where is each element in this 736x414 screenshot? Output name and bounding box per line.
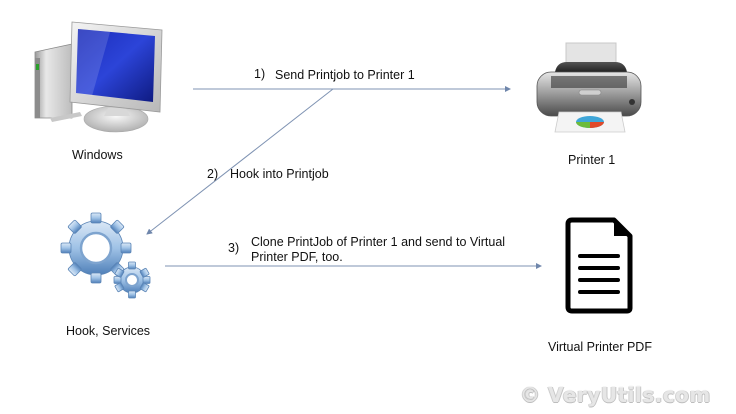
- printer-label: Printer 1: [568, 153, 616, 167]
- hook-node: [60, 208, 155, 303]
- step-2-number: 2): [207, 167, 219, 181]
- watermark: © VeryUtils.com: [520, 383, 711, 407]
- hook-label: Hook, Services: [66, 324, 151, 338]
- step-3-text-line1: Clone PrintJob of Printer 1 and send to …: [251, 235, 506, 249]
- step-3-text-line2: Printer PDF, too.: [251, 250, 343, 264]
- document-icon: [565, 217, 633, 314]
- step-1-number: 1): [254, 67, 266, 81]
- computer-icon: [34, 21, 163, 133]
- printer-node: [533, 40, 645, 140]
- printer-icon: [536, 42, 642, 133]
- gears-icon: [60, 212, 151, 299]
- pdf-label: Virtual Printer PDF: [548, 340, 652, 354]
- arrow-hook-into-printjob: [146, 88, 334, 235]
- step-1-text: Send Printjob to Printer 1: [275, 68, 415, 82]
- windows-label: Windows: [72, 148, 123, 162]
- pdf-node: [564, 216, 636, 314]
- step-2-text: Hook into Printjob: [230, 167, 329, 181]
- windows-node: [30, 20, 170, 140]
- step-3-number: 3): [228, 241, 240, 255]
